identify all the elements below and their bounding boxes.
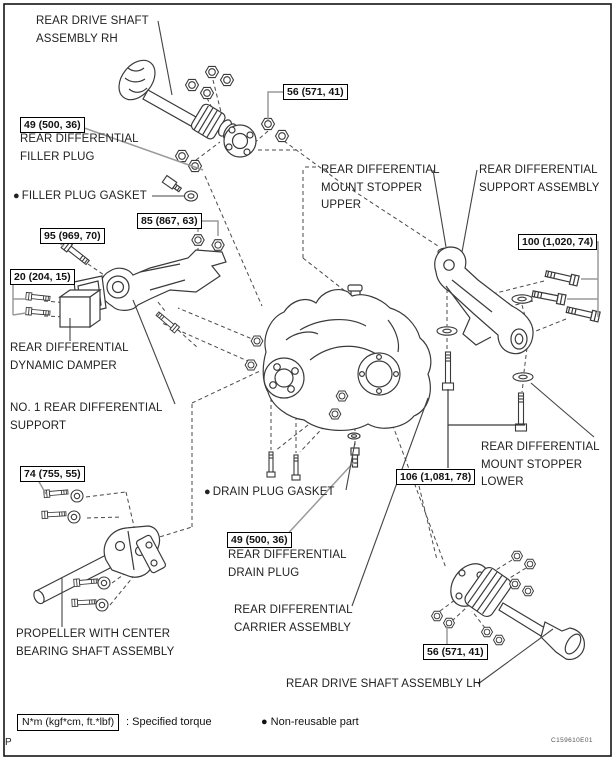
torque-box-support-front-bolt: 95 (969, 70) (40, 228, 105, 244)
torque-leader-lines (12, 91, 599, 646)
label-propeller-shaft: PROPELLER WITH CENTER BEARING SHAFT ASSE… (16, 628, 175, 658)
torque-box-filler-plug: 49 (500, 36) (20, 117, 85, 133)
filler-plug-art (161, 174, 199, 202)
legend-non-reusable-text: Non-reusable part (270, 716, 359, 728)
torque-box-drive-shaft-nut-lh: 56 (571, 41) (423, 644, 488, 660)
rh-drive-shaft-art (118, 59, 290, 173)
torque-box-support-front-nut: 85 (867, 63) (137, 213, 202, 229)
dynamic-damper-art (25, 275, 107, 329)
label-leader-lines (61, 20, 595, 685)
carrier-art (244, 284, 432, 481)
legend: N*m (kgf*cm, ft.*lbf) : Specified torque… (0, 713, 616, 737)
non-reusable-bullet: ● (261, 716, 268, 728)
label-drain-plug-gasket: ● DRAIN PLUG GASKET (204, 484, 335, 502)
figure-code: C159610E01 (551, 737, 593, 744)
propeller-shaft-art (33, 487, 167, 612)
no1-support-art (60, 234, 227, 334)
label-dynamic-damper: REAR DIFFERENTIAL DYNAMIC DAMPER (10, 342, 129, 372)
label-mount-stopper-lower: REAR DIFFERENTIAL MOUNT STOPPER LOWER (481, 441, 600, 488)
label-rear-drive-shaft-lh: REAR DRIVE SHAFT ASSEMBLY LH (286, 678, 482, 690)
support-assembly-art (434, 246, 601, 432)
label-drain-plug: REAR DIFFERENTIAL DRAIN PLUG (228, 549, 347, 579)
non-reusable-bullet: ● (13, 190, 20, 202)
torque-box-drain-plug: 49 (500, 36) (227, 532, 292, 548)
lh-drive-shaft-art (430, 550, 585, 661)
label-mount-stopper-upper: REAR DIFFERENTIAL MOUNT STOPPER UPPER (321, 164, 440, 211)
label-rear-drive-shaft-rh: REAR DRIVE SHAFT ASSEMBLY RH (36, 15, 149, 45)
figure-border (3, 3, 612, 757)
torque-box-mount-stopper-bolt: 106 (1,081, 78) (396, 469, 476, 485)
label-filler-plug: REAR DIFFERENTIAL FILLER PLUG (20, 133, 139, 163)
label-support-assembly: REAR DIFFERENTIAL SUPPORT ASSEMBLY (479, 164, 600, 194)
torque-box-dynamic-damper-bolt: 20 (204, 15) (10, 269, 75, 285)
legend-torque-unit-box: N*m (kgf*cm, ft.*lbf) (17, 714, 120, 731)
legend-torque-meaning: : Specified torque (126, 716, 212, 728)
torque-box-drive-shaft-nut-rh: 56 (571, 41) (283, 84, 348, 100)
label-no1-support: NO. 1 REAR DIFFERENTIAL SUPPORT (10, 402, 163, 432)
mount-bolt-bracket (447, 389, 525, 468)
torque-box-propeller-bolt: 74 (755, 55) (20, 466, 85, 482)
page-marker: P (5, 737, 12, 748)
label-filler-plug-gasket-text: FILLER PLUG GASKET (21, 190, 147, 202)
torque-box-support-assembly-bolt: 100 (1,020, 74) (518, 234, 598, 250)
legend-non-reusable: ● Non-reusable part (261, 716, 359, 728)
label-carrier-assembly: REAR DIFFERENTIAL CARRIER ASSEMBLY (234, 604, 353, 634)
label-filler-plug-gasket: ● FILLER PLUG GASKET (13, 188, 147, 206)
non-reusable-bullet: ● (204, 486, 211, 498)
label-drain-plug-gasket-text: DRAIN PLUG GASKET (212, 486, 335, 498)
